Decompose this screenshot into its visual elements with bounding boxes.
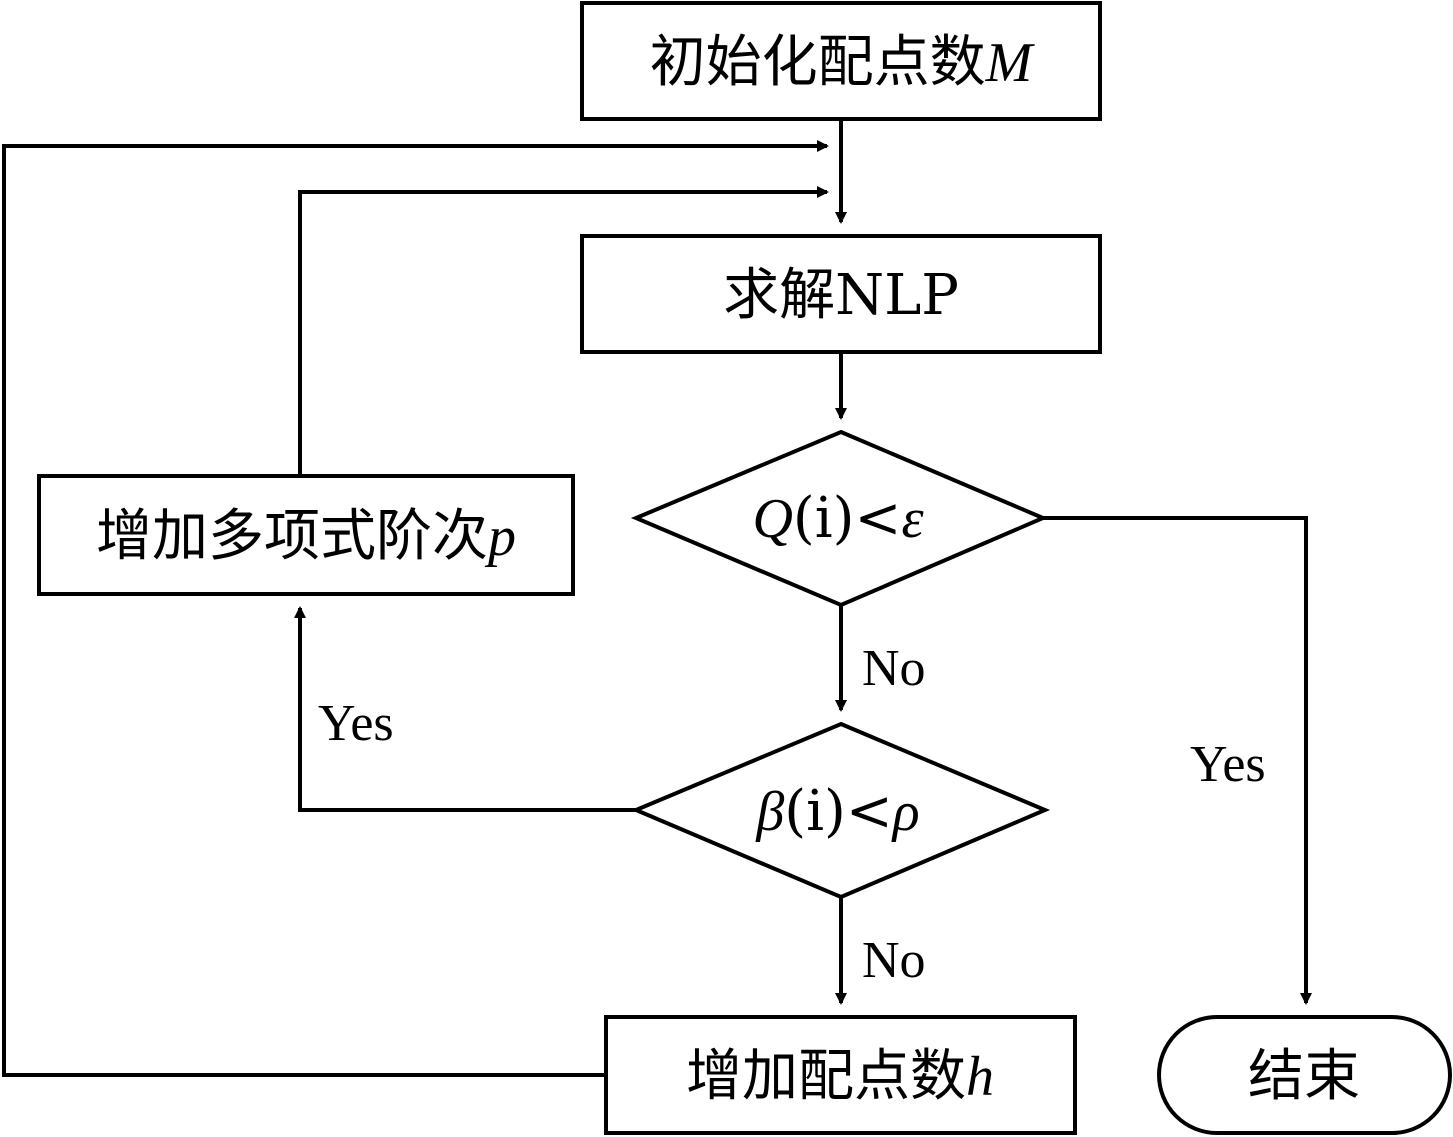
increase-order-box bbox=[37, 474, 575, 596]
connector-decision1-yes bbox=[1043, 516, 1312, 1005]
decision2-yes-label: Yes bbox=[318, 695, 394, 752]
decision1-yes-label: Yes bbox=[1190, 736, 1266, 793]
init-label: 初始化配点数M bbox=[650, 30, 1036, 95]
increase-order-label: 增加多项式阶次p bbox=[96, 504, 516, 569]
connector-points-loopback bbox=[2, 140, 829, 1077]
end-terminator bbox=[1157, 1015, 1452, 1135]
increase-points-label: 增加配点数h bbox=[686, 1044, 994, 1109]
connector-order-loopback bbox=[298, 186, 829, 476]
decision1-label: Q(i)<ε bbox=[752, 486, 924, 551]
solve-label: 求解NLP bbox=[723, 263, 959, 328]
end-label: 结束 bbox=[1248, 1044, 1360, 1109]
decision2-no-label: No bbox=[862, 932, 926, 989]
connector-decision2-yes bbox=[294, 606, 636, 812]
decision1-no-label: No bbox=[862, 640, 926, 697]
decision2-label: β(i)<ρ bbox=[755, 779, 919, 844]
